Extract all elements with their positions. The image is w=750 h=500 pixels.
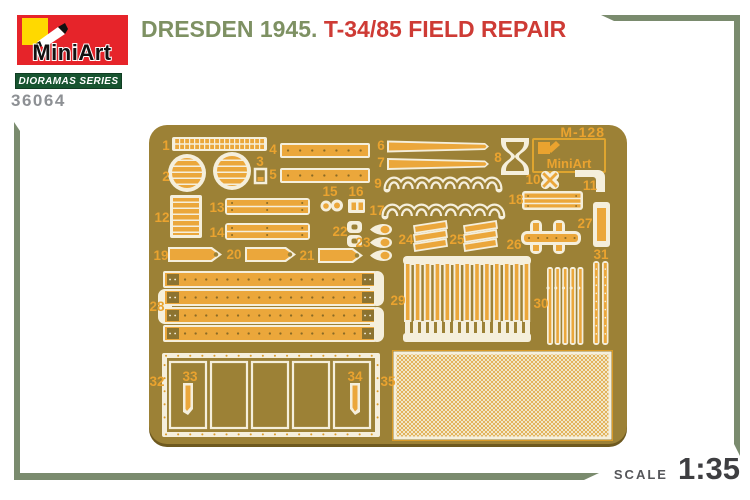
scale-indicator: SCALE 1:35 [614, 451, 740, 487]
fret-sheet-code: M-128 [560, 124, 605, 140]
part-number-label: 1 [162, 138, 170, 153]
part-27: 27 [577, 202, 610, 247]
part-20: 20 [226, 247, 296, 262]
part-number-label: 35 [380, 374, 396, 389]
part-19: 19 [153, 247, 222, 263]
part-number-label: 33 [182, 369, 198, 384]
part-number-label: 12 [154, 210, 169, 225]
part-number-label: 22 [332, 224, 347, 239]
part-8: 8 [494, 138, 529, 175]
part-21: 21 [299, 248, 363, 263]
part-number-label: 20 [226, 247, 241, 262]
frame-bottom-line [14, 473, 599, 480]
part-10: 10 [525, 170, 560, 190]
part-number-label: 28 [149, 299, 165, 314]
series-badge-label: DIORAMAS SERIES [18, 75, 119, 87]
part-25: 25 [449, 219, 499, 253]
part-number-label: 26 [506, 237, 522, 252]
part-number-label: 23 [355, 235, 371, 250]
part-4: 4 [269, 142, 370, 158]
part-number-label: 16 [348, 184, 364, 199]
part-number-label: 34 [347, 369, 363, 384]
logo-brand-text: MiniArt [32, 40, 111, 65]
part-number-label: 18 [508, 192, 524, 207]
part-23: 23 [355, 224, 392, 261]
part-17: 17 [369, 203, 506, 220]
part-number-label: 2 [162, 169, 170, 184]
part-number-label: 14 [209, 225, 225, 240]
part-number-label: 19 [153, 248, 168, 263]
part-number-label: 7 [377, 155, 385, 170]
part-22: 22 [332, 221, 362, 247]
scale-value: 1:35 [677, 451, 740, 486]
part-number-label: 9 [374, 176, 382, 191]
product-code: 36064 [11, 91, 66, 110]
part-31: 31 [593, 247, 609, 345]
part-33: 33 [182, 369, 198, 415]
part-32: 32 [149, 353, 380, 437]
part-number-label: 6 [377, 138, 385, 153]
logo-brush-icon [37, 27, 65, 48]
miniart-logo: MiniArt [17, 15, 128, 65]
title-subject: T-34/85 FIELD REPAIR [323, 16, 567, 42]
scale-label: SCALE [613, 467, 668, 482]
part-28: 28 [149, 271, 384, 342]
part-number-label: 32 [149, 374, 164, 389]
part-number-label: 10 [525, 172, 540, 187]
title-location: DRESDEN 1945. [141, 16, 318, 42]
part-14: 14 [209, 223, 310, 240]
part-15: 15 [320, 184, 343, 212]
part-9: 9 [374, 176, 503, 193]
part-35: 35 [380, 350, 613, 441]
part-18: 18 [508, 191, 583, 210]
part-number-label: 17 [369, 203, 384, 218]
part-24: 24 [398, 219, 449, 253]
frame-top-line [601, 15, 740, 21]
part-number-label: 25 [449, 232, 465, 247]
part-2: 2 [162, 152, 251, 192]
frame-left-line [14, 122, 20, 480]
part-30: 30 [533, 267, 585, 345]
part-number-label: 11 [583, 178, 598, 193]
part-12: 12 [154, 195, 202, 238]
part-13: 13 [209, 198, 310, 215]
frame-right-line [734, 15, 740, 456]
part-29: 29 [390, 256, 531, 342]
fret-brand-border [532, 138, 606, 173]
part-7: 7 [377, 155, 489, 170]
part-26: 26 [506, 220, 581, 254]
photo-etched-fret: M-128 MiniArt 1 2 3 4 [149, 124, 627, 447]
part-number-label: 15 [322, 184, 338, 199]
part-number-label: 27 [577, 216, 592, 231]
fret-brand-logo: MiniArt [532, 138, 606, 173]
part-34: 34 [347, 369, 363, 415]
logo-brush-tip [58, 23, 68, 34]
part-number-label: 4 [269, 142, 277, 157]
page-title: DRESDEN 1945. T-34/85 FIELD REPAIR [141, 16, 566, 43]
part-number-label: 13 [209, 200, 225, 215]
part-3: 3 [253, 154, 268, 185]
part-11: 11 [575, 170, 605, 193]
part-number-label: 21 [299, 248, 315, 263]
part-number-label: 24 [398, 232, 414, 247]
part-1: 1 [162, 137, 267, 153]
fret-brand-square [538, 142, 550, 154]
part-number-label: 31 [593, 247, 609, 262]
logo-brush-heel [35, 41, 42, 48]
fret-brand-brush-icon [547, 141, 560, 153]
part-number-label: 8 [494, 150, 502, 165]
fret-brand-text: MiniArt [547, 156, 592, 171]
part-16: 16 [348, 184, 365, 213]
part-number-label: 30 [533, 296, 548, 311]
part-number-label: 3 [256, 154, 264, 169]
part-number-label: 29 [390, 293, 405, 308]
series-badge: DIORAMAS SERIES [15, 73, 122, 89]
part-6: 6 [377, 138, 489, 153]
part-5: 5 [269, 167, 370, 183]
part-number-label: 5 [269, 167, 277, 182]
